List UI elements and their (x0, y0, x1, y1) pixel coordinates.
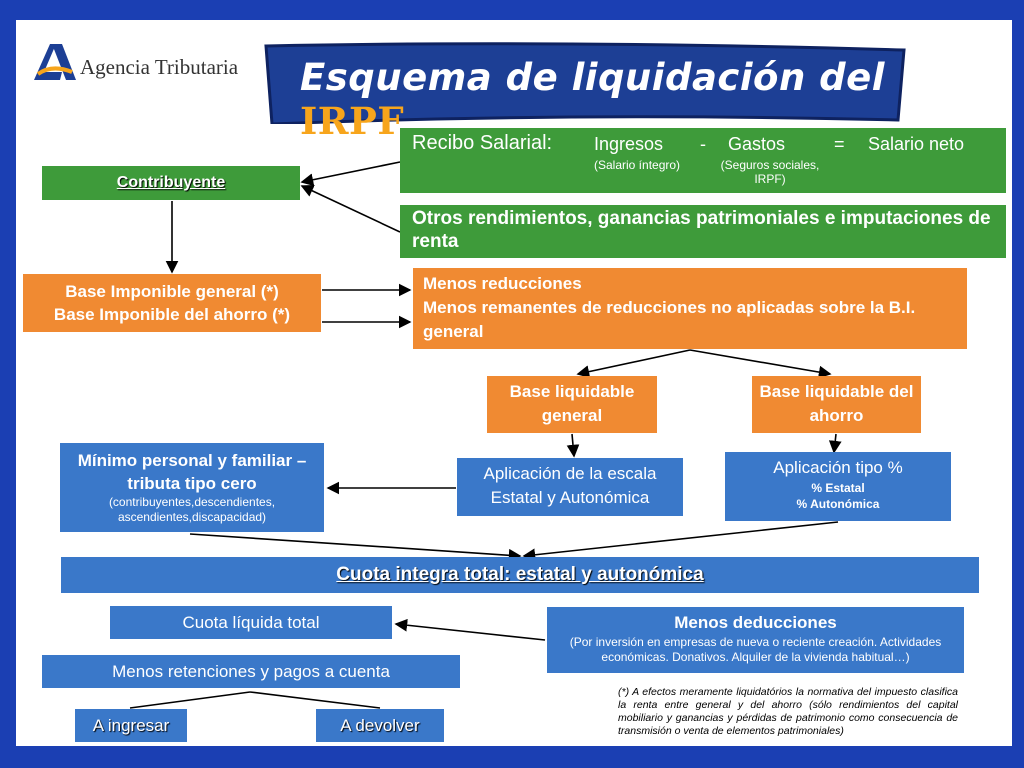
cuota-liquida-text: Cuota líquida total (182, 613, 320, 632)
deducciones-note: (Por inversión en empresas de nueva o re… (569, 635, 942, 664)
cuota-integra-text: Cuota integra total: estatal y autonómic… (336, 564, 704, 585)
title-text: Esquema de liquidación del (300, 56, 885, 99)
retenciones-text: Menos retenciones y pagos a cuenta (112, 662, 390, 681)
aplicacion-tipo-title: Aplicación tipo % (773, 458, 903, 477)
aplicacion-escala-text: Aplicación de la escala Estatal y Autonó… (483, 464, 657, 507)
logo-text: Agencia Tributaria (80, 55, 239, 79)
base-imponible-general: Base Imponible general (*) (65, 282, 279, 301)
reducciones-line1: Menos reducciones (423, 274, 582, 293)
a-ingresar-text: A ingresar (92, 716, 170, 735)
recibo-salarial-box: Recibo Salarial: Ingresos - Gastos = Sal… (400, 128, 1006, 193)
contribuyente-box: Contribuyente (42, 166, 300, 200)
retenciones-box: Menos retenciones y pagos a cuenta (42, 655, 460, 688)
minimo-personal-box: Mínimo personal y familiar – tributa tip… (60, 443, 324, 532)
minimo-title: Mínimo personal y familiar – tributa tip… (77, 451, 307, 493)
cuota-integra-box: Cuota integra total: estatal y autonómic… (61, 557, 979, 593)
recibo-ingresos-note: (Salario íntegro) (594, 158, 681, 172)
otros-text: Otros rendimientos, ganancias patrimonia… (412, 208, 991, 252)
aplicacion-tipo-box: Aplicación tipo % % Estatal % Autonómica (725, 452, 951, 521)
title-banner (264, 42, 906, 124)
recibo-neto: Salario neto (868, 134, 965, 154)
base-liquidable-ahorro-text: Base liquidable del ahorro (759, 382, 914, 425)
recibo-equals: = (834, 134, 845, 154)
agencia-tributaria-logo (34, 44, 76, 80)
minimo-note: (contribuyentes,descendientes, ascendien… (108, 495, 276, 524)
footnote: (*) A efectos meramente liquidatórios la… (618, 686, 958, 737)
deducciones-box: Menos deducciones (Por inversión en empr… (547, 607, 964, 673)
tipo-autonomica: % Autonómica (796, 497, 880, 511)
recibo-ingresos: Ingresos (594, 134, 664, 154)
a-ingresar-box: A ingresar (75, 709, 187, 742)
recibo-minus: - (700, 134, 706, 154)
page-title: Esquema de liquidación del IRPF (300, 56, 900, 143)
tipo-estatal: % Estatal (811, 481, 865, 495)
reducciones-line2: Menos remanentes de reducciones no aplic… (423, 298, 916, 341)
base-liquidable-ahorro-box: Base liquidable del ahorro (752, 376, 921, 433)
base-liquidable-general-box: Base liquidable general (487, 376, 657, 433)
aplicacion-escala-box: Aplicación de la escala Estatal y Autonó… (457, 458, 683, 516)
recibo-gastos-note: (Seguros sociales, IRPF) (720, 158, 820, 186)
otros-rendimientos-box: Otros rendimientos, ganancias patrimonia… (400, 205, 1006, 258)
contribuyente-label: Contribuyente (116, 174, 226, 191)
base-imponible-ahorro: Base Imponible del ahorro (*) (53, 305, 291, 324)
recibo-label: Recibo Salarial: (412, 132, 553, 154)
title-highlight: IRPF (300, 99, 405, 143)
reducciones-box: Menos reducciones Menos remanentes de re… (413, 268, 967, 349)
deducciones-title: Menos deducciones (674, 613, 837, 632)
base-imponible-box: Base Imponible general (*) Base Imponibl… (23, 274, 321, 332)
cuota-liquida-box: Cuota líquida total (110, 606, 392, 639)
a-devolver-box: A devolver (316, 709, 444, 742)
recibo-gastos: Gastos (728, 134, 786, 154)
a-devolver-text: A devolver (340, 716, 420, 735)
base-liquidable-general-text: Base liquidable general (509, 382, 635, 425)
